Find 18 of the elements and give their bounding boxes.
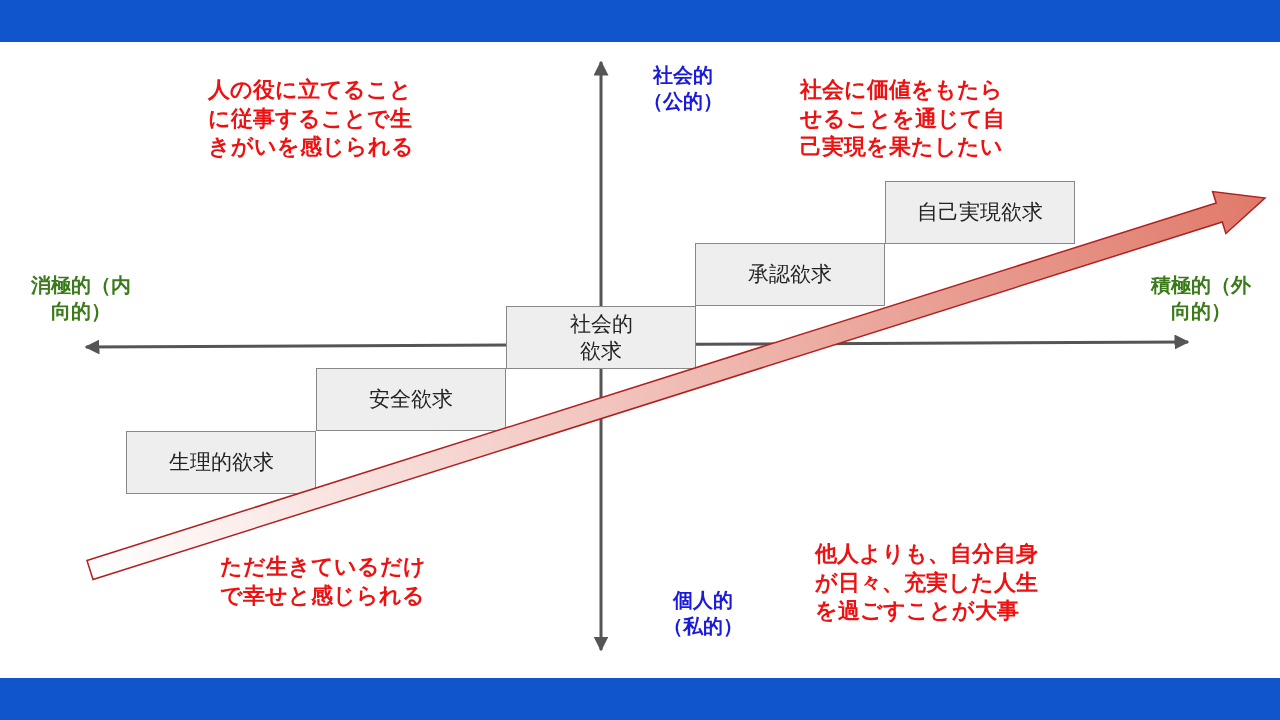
step-box <box>126 431 316 494</box>
step-box <box>506 306 696 369</box>
box-label: 承認欲求 <box>748 261 832 288</box>
step-box <box>695 243 885 306</box>
quadrant-note: 人の役に立てることに従事することで生きがいを感じられる <box>208 76 415 162</box>
axis-label: 積極的（外向的） <box>1149 272 1252 324</box>
box-label: 生理的欲求 <box>168 449 274 476</box>
box-label: 社会的欲求 <box>568 311 634 364</box>
quadrant-note: 他人よりも、自分自身が日々、充実した人生を過ごすことが大事 <box>815 540 1039 626</box>
quadrant-note: 社会に価値をもたらせることを通じて自己実現を果たしたい <box>800 76 1006 162</box>
axis-label: 社会的（公的） <box>642 62 724 114</box>
box-label: 安全欲求 <box>369 386 453 413</box>
quadrant-note: ただ生きているだけで幸せと感じられる <box>220 553 427 610</box>
axis-label: 個人的（私的） <box>662 587 744 639</box>
box-label: 自己実現欲求 <box>917 199 1043 226</box>
axis-label: 消極的（内向的） <box>30 272 132 324</box>
step-box <box>885 181 1075 244</box>
step-box <box>316 368 506 431</box>
